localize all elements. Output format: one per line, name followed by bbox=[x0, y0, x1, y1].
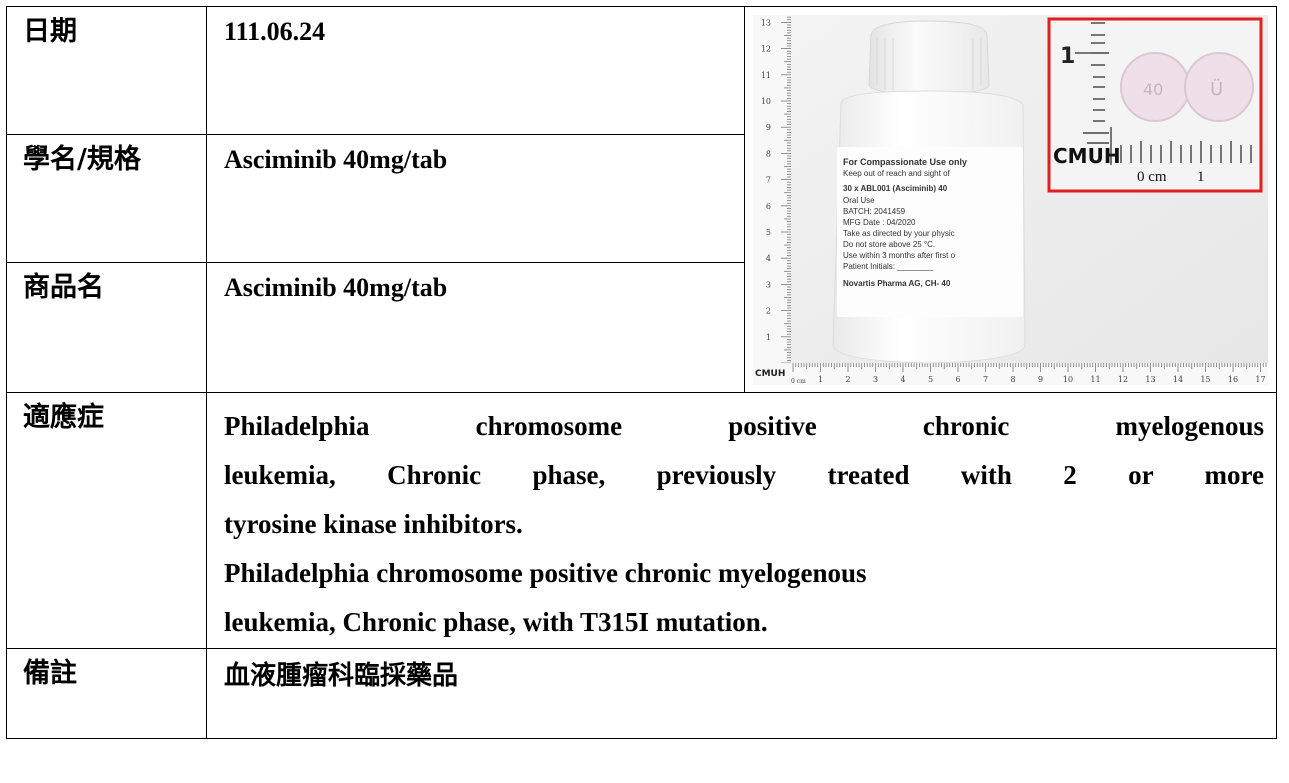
indication-label: 適應症 bbox=[6, 392, 207, 649]
bottle-label-line: Keep out of reach and sight of bbox=[843, 169, 951, 178]
indication-line: Philadelphia chromosome positive chronic… bbox=[224, 558, 867, 588]
ruler-tick-label: 6 bbox=[766, 202, 771, 211]
tablet-closeup-inset: 1 CMUH bbox=[1047, 17, 1263, 193]
bottle-label-line: For Compassionate Use only bbox=[843, 157, 967, 167]
ruler-tick-label: 3 bbox=[766, 280, 771, 289]
ruler-tick-label: 13 bbox=[1145, 375, 1155, 384]
ruler-tick-label: 9 bbox=[766, 123, 771, 132]
ruler-tick-label: 17 bbox=[1255, 375, 1265, 384]
bottle-label-line: MFG Date : 04/2020 bbox=[843, 218, 916, 227]
inset-unit-label: 0 cm bbox=[1137, 169, 1167, 185]
ruler-tick-label: 10 bbox=[1063, 375, 1073, 384]
bottle-label: For Compassionate Use only Keep out of r… bbox=[843, 157, 967, 288]
bottle-label-line: BATCH: 2041459 bbox=[843, 207, 906, 216]
bottle-label-line: Novartis Pharma AG, CH- 40 bbox=[843, 279, 951, 288]
indication-line: leukemia, Chronic phase, previously trea… bbox=[224, 460, 1264, 490]
date-label: 日期 bbox=[6, 6, 207, 135]
inset-horizontal-scale bbox=[1110, 127, 1252, 165]
ruler-tick-label: 4 bbox=[900, 375, 905, 384]
ruler-tick-label: 5 bbox=[766, 228, 771, 237]
brand-name-label: 商品名 bbox=[6, 261, 207, 394]
ruler-tick-label: 12 bbox=[761, 45, 771, 54]
ruler-tick-label: 5 bbox=[928, 375, 933, 384]
ruler-tick-label: 6 bbox=[955, 375, 960, 384]
ruler-tick-label: 9 bbox=[1038, 375, 1043, 384]
tablet-logo: Ü bbox=[1210, 78, 1223, 100]
ruler-unit-label: 0 cm bbox=[791, 378, 806, 385]
ruler-tick-label: 1 bbox=[766, 333, 771, 342]
medicine-bottle: For Compassionate Use only Keep out of r… bbox=[832, 20, 1026, 364]
ruler-tick-label: 3 bbox=[873, 375, 878, 384]
inset-vertical-scale bbox=[1075, 22, 1109, 144]
ruler-tick-label: 2 bbox=[845, 375, 850, 384]
indication-line: Philadelphia chromosome positive chronic… bbox=[224, 411, 1264, 441]
ruler-tick-label: 15 bbox=[1200, 375, 1210, 384]
ruler-tick-label: 7 bbox=[983, 375, 988, 384]
ruler-brand-label: CMUH bbox=[755, 369, 785, 379]
indication-line: leukemia, Chronic phase, with T315I muta… bbox=[224, 607, 768, 637]
ruler-tick-label: 1 bbox=[818, 375, 823, 384]
ruler-tick-label: 12 bbox=[1118, 375, 1128, 384]
ruler-tick-label: 13 bbox=[761, 18, 771, 27]
ruler-tick-label: 11 bbox=[1090, 375, 1100, 384]
date-value: 111.06.24 bbox=[206, 6, 745, 135]
ruler-tick-label: 10 bbox=[761, 97, 771, 106]
inset-scale-label: 1 bbox=[1060, 44, 1075, 69]
bottle-label-line: 30 x ABL001 (Asciminib) 40 bbox=[843, 184, 948, 193]
ruler-tick-label: 8 bbox=[766, 149, 771, 158]
ruler-tick-label: 16 bbox=[1228, 375, 1238, 384]
bottle-label-line: Patient Initials: ________ bbox=[843, 262, 933, 271]
bottle-label-line: Oral Use bbox=[843, 196, 875, 205]
note-value: 血液腫瘤科臨採藥品 bbox=[206, 648, 1277, 739]
inset-ruler-brand: CMUH bbox=[1053, 144, 1121, 168]
ruler-tick-label: 14 bbox=[1173, 375, 1183, 384]
ruler-tick-label: 7 bbox=[766, 176, 771, 185]
indication-value: Philadelphia chromosome positive chronic… bbox=[206, 392, 1277, 649]
inset-unit-one: 1 bbox=[1197, 169, 1205, 185]
drug-info-table: 日期 111.06.24 bbox=[6, 6, 1277, 739]
generic-name-label: 學名/規格 bbox=[6, 133, 207, 263]
brand-name-value: Asciminib 40mg/tab bbox=[206, 261, 745, 394]
ruler-tick-label: 8 bbox=[1010, 375, 1015, 384]
bottle-label-line: Do not store above 25 °C. bbox=[843, 240, 935, 249]
note-label: 備註 bbox=[6, 648, 207, 739]
ruler-tick-label: 11 bbox=[761, 71, 771, 80]
ruler-tick-label: 4 bbox=[766, 254, 771, 263]
tablet-imprint: 40 bbox=[1143, 80, 1163, 99]
tablet-back bbox=[1184, 52, 1254, 122]
generic-name-value: Asciminib 40mg/tab bbox=[206, 133, 745, 263]
bottle-label-line: Take as directed by your physic bbox=[843, 229, 955, 238]
bottle-label-line: Use within 3 months after first o bbox=[843, 251, 956, 260]
ruler-tick-label: 2 bbox=[766, 307, 771, 316]
indication-line: tyrosine kinase inhibitors. bbox=[224, 509, 523, 539]
